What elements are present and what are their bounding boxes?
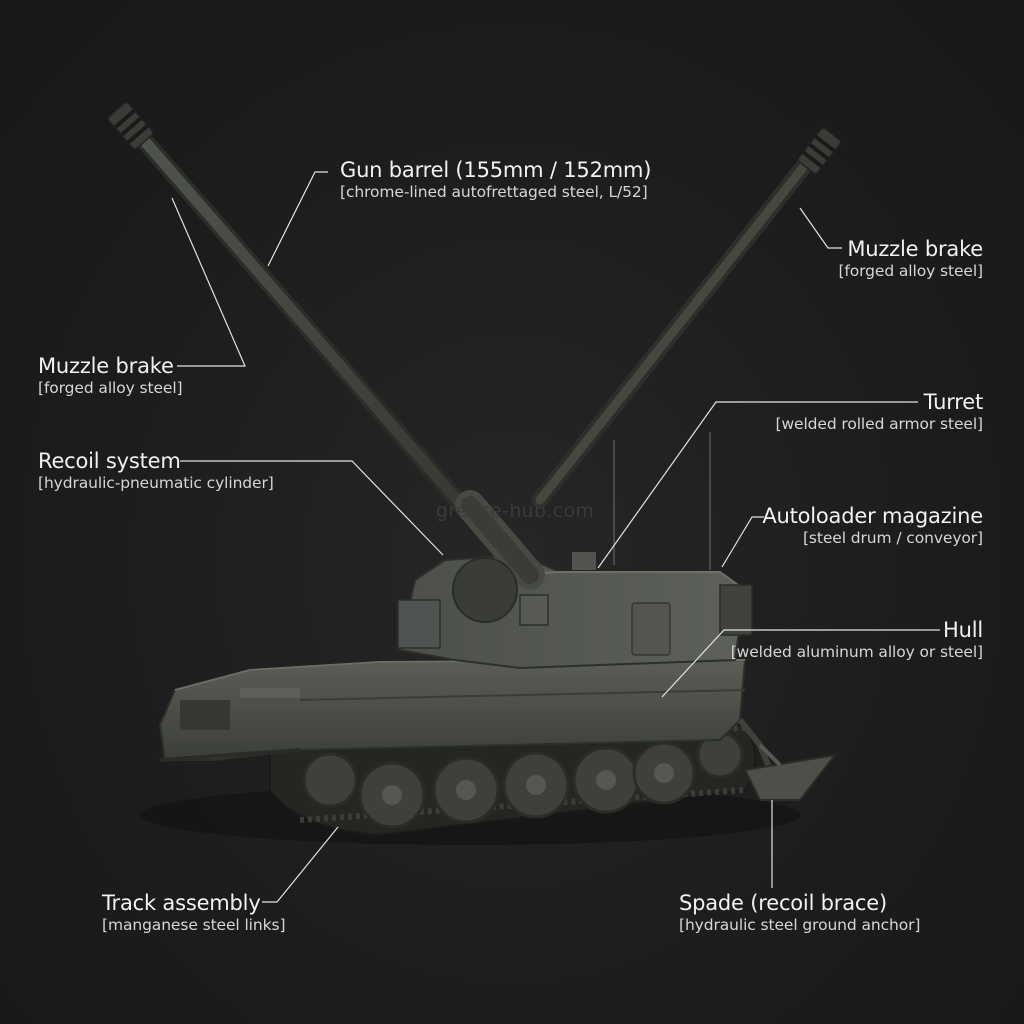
spade-shape (737, 718, 838, 801)
callout-material: [chrome-lined autofrettaged steel, L/52] (340, 183, 648, 201)
right-barrel (531, 127, 842, 509)
callout-title: Autoloader magazine (762, 504, 983, 528)
callout-material: [forged alloy steel] (838, 262, 983, 280)
callout-autoloader: Autoloader magazine [steel drum / convey… (762, 504, 983, 548)
muzzle-brake-right-shape (797, 127, 842, 175)
left-barrel (107, 101, 545, 623)
callout-gun-barrel: Gun barrel (155mm / 152mm) [chrome-lined… (340, 158, 651, 202)
leader-muzzle-brake-left (171, 197, 246, 367)
callout-title: Spade (recoil brace) (679, 891, 887, 915)
callout-turret: Turret [welded rolled armor steel] (776, 390, 984, 434)
leader-autoloader (721, 516, 764, 568)
callout-recoil-system: Recoil system [hydraulic-pneumatic cylin… (38, 449, 274, 493)
wheel-hubs (382, 763, 674, 805)
leader-track (262, 826, 339, 903)
callout-muzzle-brake-left: Muzzle brake [forged alloy steel] (38, 354, 183, 398)
leader-muzzle-brake-right (799, 207, 842, 249)
callout-material: [manganese steel links] (102, 916, 286, 934)
leader-recoil-system (180, 460, 444, 556)
leader-hull (661, 629, 940, 698)
leader-lines (171, 171, 940, 903)
callout-material: [welded rolled armor steel] (775, 415, 984, 433)
callout-title: Muzzle brake (847, 237, 983, 261)
callout-title: Track assembly (102, 891, 261, 915)
callout-title: Turret (923, 390, 984, 414)
muzzle-brake-left-shape (107, 101, 154, 150)
callout-title: Hull (943, 618, 983, 642)
callout-muzzle-brake-right: Muzzle brake [forged alloy steel] (838, 237, 983, 281)
callout-hull: Hull [welded aluminum alloy or steel] (731, 618, 983, 662)
callout-title: Gun barrel (155mm / 152mm) (340, 158, 652, 182)
callout-material: [welded aluminum alloy or steel] (730, 643, 983, 661)
callout-material: [hydraulic steel ground anchor] (679, 916, 921, 934)
callout-title: Muzzle brake (38, 354, 174, 378)
callout-material: [forged alloy steel] (38, 379, 183, 397)
callout-spade: Spade (recoil brace) [hydraulic steel gr… (679, 891, 920, 935)
callout-material: [hydraulic-pneumatic cylinder] (38, 474, 274, 492)
leader-gun-barrel (267, 171, 328, 267)
callout-track-assembly: Track assembly [manganese steel links] (102, 891, 286, 935)
leader-turret (597, 401, 918, 569)
callout-material: [steel drum / conveyor] (802, 529, 983, 547)
callout-title: Recoil system (38, 449, 181, 473)
watermark: grease-hub.com (436, 500, 595, 522)
